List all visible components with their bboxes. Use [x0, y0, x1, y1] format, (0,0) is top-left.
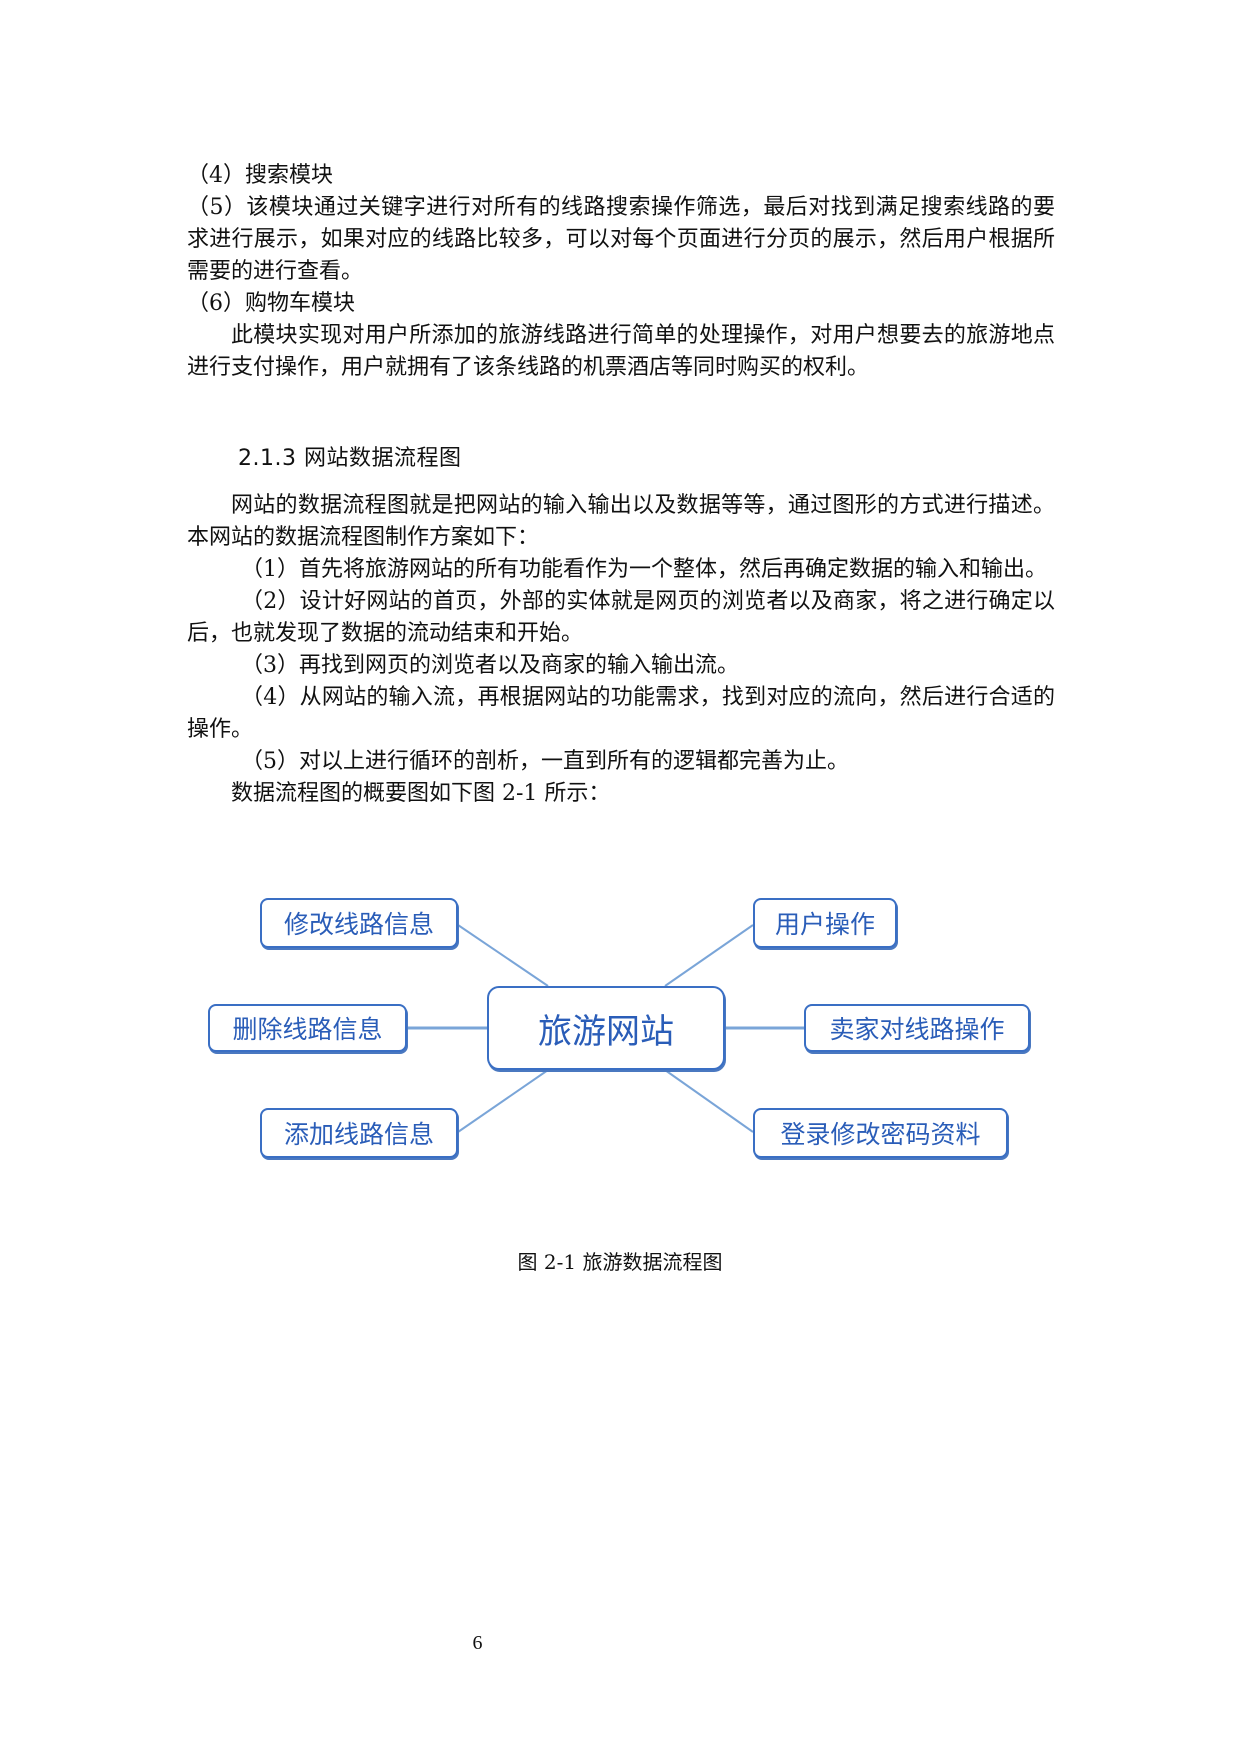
paragraph-cart-description: 此模块实现对用户所添加的旅游线路进行简单的处理操作，对用户想要去的旅游地点进行支…: [187, 323, 1055, 380]
subsection-cart-module: （6）购物车模块: [187, 291, 355, 316]
paragraph-intro: 网站的数据流程图就是把网站的输入输出以及数据等等，通过图形的方式进行描述。本网站…: [187, 493, 1055, 550]
node-modify-route: 修改线路信息: [260, 898, 458, 948]
paragraph-search-description: （5）该模块通过关键字进行对所有的线路搜索操作筛选，最后对找到满足搜索线路的要求…: [187, 195, 1055, 284]
node-login-change-password: 登录修改密码资料: [753, 1108, 1008, 1158]
step-4: （4）从网站的输入流，再根据网站的功能需求，找到对应的流向，然后进行合适的操作。: [187, 685, 1055, 742]
section-heading: 2.1.3 网站数据流程图: [238, 446, 462, 471]
body-text-top: （4）搜索模块 （5）该模块通过关键字进行对所有的线路搜索操作筛选，最后对找到满…: [187, 160, 1055, 384]
figure-reference: 数据流程图的概要图如下图 2-1 所示：: [231, 781, 611, 806]
node-delete-route: 删除线路信息: [208, 1004, 407, 1052]
step-2: （2）设计好网站的首页，外部的实体就是网页的浏览者以及商家，将之进行确定以后，也…: [187, 589, 1055, 646]
node-travel-website: 旅游网站: [487, 986, 725, 1070]
node-add-route: 添加线路信息: [260, 1108, 458, 1158]
subsection-search-module: （4）搜索模块: [187, 163, 333, 188]
figure-caption: 图 2-1 旅游数据流程图: [517, 1250, 723, 1274]
body-text-section: 网站的数据流程图就是把网站的输入输出以及数据等等，通过图形的方式进行描述。本网站…: [187, 490, 1055, 810]
step-5: （5）对以上进行循环的剖析，一直到所有的逻辑都完善为止。: [241, 749, 849, 774]
node-seller-route-operation: 卖家对线路操作: [804, 1004, 1030, 1052]
node-user-operation: 用户操作: [753, 898, 897, 948]
connector-top-right: [664, 924, 754, 987]
connector-bottom-left: [457, 1069, 549, 1133]
connector-top-left: [457, 924, 549, 987]
step-1: （1）首先将旅游网站的所有功能看作为一个整体，然后再确定数据的输入和输出。: [241, 557, 1047, 582]
page-number: 6: [472, 1632, 483, 1654]
connector-bottom-right: [664, 1069, 754, 1133]
step-3: （3）再找到网页的浏览者以及商家的输入输出流。: [241, 653, 739, 678]
